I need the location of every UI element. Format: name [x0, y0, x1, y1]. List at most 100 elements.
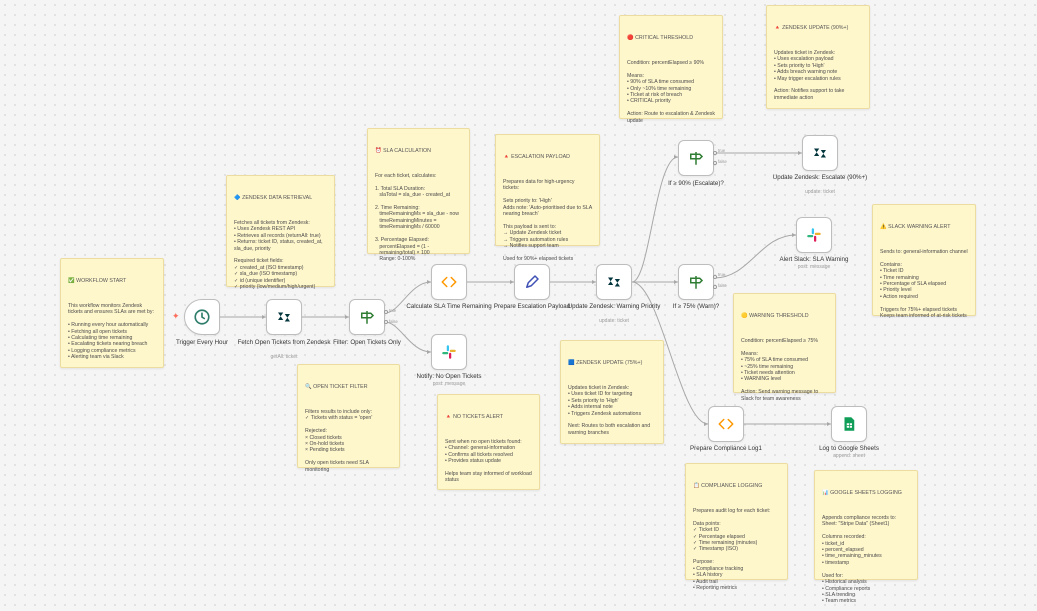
yellow-circle-icon: 🟡: [741, 312, 748, 319]
node-log-google-sheets[interactable]: [831, 406, 867, 442]
node-notify-no-open-tickets[interactable]: [431, 334, 467, 370]
false-output-handle[interactable]: [384, 320, 388, 324]
note-title: ZENDESK UPDATE (90%+): [782, 24, 849, 31]
red-circle-icon: 🔴: [627, 34, 634, 41]
note-title: GOOGLE SHEETS LOGGING: [830, 489, 902, 496]
note-slack-warning-alert[interactable]: ⚠️ SLACK WARNING ALERT Sends to: general…: [872, 204, 976, 320]
note-body: Appends compliance records to: Sheet: "S…: [822, 515, 897, 605]
note-title: ZENDESK UPDATE (75%+): [576, 359, 643, 366]
note-body: This workflow monitors Zendesk tickets a…: [68, 303, 154, 361]
code-icon: [718, 418, 734, 430]
node-label: Filter: Open Tickets Only: [333, 339, 401, 346]
node-subtitle: update: ticket: [599, 318, 629, 324]
code-icon: [441, 276, 457, 288]
note-google-sheets-logging[interactable]: 📊 GOOGLE SHEETS LOGGING Appends complian…: [814, 470, 918, 604]
note-title: WARNING THRESHOLD: [749, 312, 809, 319]
filter-sign-icon: [361, 311, 375, 324]
note-no-tickets-alert[interactable]: 🔺 NO TICKETS ALERT Sent when no open tic…: [437, 394, 540, 490]
node-subtitle: append: sheet: [833, 453, 865, 459]
node-trigger-every-hour[interactable]: [184, 299, 220, 335]
true-port-label: true: [718, 148, 726, 153]
node-label: Fetch Open Tickets from Zendesk: [237, 339, 331, 346]
node-prepare-compliance-log[interactable]: [708, 406, 744, 442]
note-critical-threshold[interactable]: 🔴 CRITICAL THRESHOLD Condition: percentE…: [619, 15, 723, 124]
note-body: Prepares data for high-urgency tickets: …: [503, 179, 592, 262]
warning-icon: ⚠️: [880, 223, 887, 230]
false-output-handle[interactable]: [713, 161, 717, 165]
note-title: NO TICKETS ALERT: [453, 413, 503, 420]
node-subtitle: update: ticket: [805, 189, 835, 195]
node-if-75-warn[interactable]: [678, 264, 714, 300]
false-port-label: false: [718, 283, 727, 288]
node-if-90-escalate[interactable]: [678, 140, 714, 176]
note-workflow-start[interactable]: ✅ WORKFLOW START This workflow monitors …: [60, 258, 164, 368]
node-subtitle: post: message: [432, 381, 466, 387]
triangle-icon: 🔺: [774, 24, 781, 31]
node-filter-open-tickets[interactable]: [349, 299, 385, 335]
zendesk-icon: [278, 312, 290, 322]
true-output-handle[interactable]: [384, 310, 388, 314]
note-body: Condition: percentElapsed ≥ 75% Means: •…: [741, 338, 819, 402]
node-fetch-zendesk[interactable]: [266, 299, 302, 335]
slack-icon: [807, 228, 821, 242]
node-update-escalate-90[interactable]: [802, 135, 838, 171]
node-calculate-sla[interactable]: [431, 264, 467, 300]
false-output-handle[interactable]: [713, 285, 717, 289]
note-warning-threshold[interactable]: 🟡 WARNING THRESHOLD Condition: percentEl…: [733, 293, 836, 402]
node-label: Notify: No Open Tickets: [416, 373, 482, 380]
bar-chart-icon: 📊: [822, 489, 829, 496]
node-label: If ≥ 75% (Warn)?: [672, 303, 720, 310]
true-port-label: true: [389, 308, 397, 313]
node-update-warning-priority[interactable]: [596, 264, 632, 300]
node-alert-slack-warning[interactable]: [796, 217, 832, 253]
note-body: For each ticket, calculates: 1. Total SL…: [375, 173, 460, 263]
clipboard-icon: 📋: [693, 482, 700, 489]
note-body: Sends to: general-information channel Co…: [880, 249, 968, 320]
node-label: Update Zendesk: Warning Priority: [567, 303, 661, 310]
slack-icon: [442, 345, 456, 359]
note-body: Updates ticket in Zendesk: • Uses ticket…: [568, 385, 651, 436]
node-subtitle: post: message: [797, 264, 831, 270]
true-port-label: true: [718, 272, 726, 277]
note-body: Updates ticket in Zendesk: • Uses escala…: [774, 50, 845, 101]
node-subtitle: getAll: ticket: [270, 354, 298, 360]
note-zendesk-update-90[interactable]: 🔺 ZENDESK UPDATE (90%+) Updates ticket i…: [766, 5, 870, 109]
note-title: SLA CALCULATION: [383, 147, 431, 154]
triangle-icon: 🔺: [503, 153, 510, 160]
true-output-handle[interactable]: [713, 275, 717, 279]
clock-icon: [194, 309, 210, 325]
node-label: Log to Google Sheets: [819, 445, 879, 452]
pen-icon: [526, 275, 539, 288]
note-body: Filters results to include only: ✓ Ticke…: [305, 409, 373, 473]
false-port-label: false: [718, 159, 727, 164]
edge-filter-notify: [384, 321, 432, 353]
clock-icon: ⏰: [375, 147, 382, 154]
node-label: If ≥ 90% (Escalate)?: [668, 180, 724, 187]
note-title: ZENDESK DATA RETRIEVAL: [242, 194, 313, 201]
note-escalation-payload[interactable]: 🔺 ESCALATION PAYLOAD Prepares data for h…: [495, 134, 600, 262]
check-icon: ✅: [68, 277, 75, 284]
zendesk-icon: [814, 148, 826, 158]
note-body: Fetches all tickets from Zendesk: • Uses…: [234, 220, 323, 291]
note-body: Prepares audit log for each ticket: Data…: [693, 508, 771, 591]
magnifier-icon: 🔍: [305, 383, 312, 390]
note-zendesk-update-75[interactable]: 🟦 ZENDESK UPDATE (75%+) Updates ticket i…: [560, 340, 664, 444]
node-label: Prepare Compliance Log1: [690, 445, 762, 452]
triangle-icon: 🔺: [445, 413, 452, 420]
node-prepare-escalation[interactable]: [514, 264, 550, 300]
node-label: Alert Slack: SLA Warning: [779, 256, 849, 263]
node-label: Update Zendesk: Escalate (90%+): [772, 174, 868, 181]
edge-update-if90: [631, 156, 679, 283]
note-title: COMPLIANCE LOGGING: [701, 482, 763, 489]
note-title: ESCALATION PAYLOAD: [511, 153, 570, 160]
true-output-handle[interactable]: [713, 151, 717, 155]
note-compliance-logging[interactable]: 📋 COMPLIANCE LOGGING Prepares audit log …: [685, 463, 788, 591]
trigger-bolt-icon: ✦: [172, 311, 180, 321]
zendesk-icon: [608, 277, 620, 287]
note-title: WORKFLOW START: [76, 277, 127, 284]
note-sla-calculation[interactable]: ⏰ SLA CALCULATION For each ticket, calcu…: [367, 128, 470, 262]
note-title: CRITICAL THRESHOLD: [635, 34, 694, 41]
note-zendesk-data-retrieval[interactable]: 🔷 ZENDESK DATA RETRIEVAL Fetches all tic…: [226, 175, 335, 291]
note-open-ticket-filter[interactable]: 🔍 OPEN TICKET FILTER Filters results to …: [297, 364, 400, 473]
